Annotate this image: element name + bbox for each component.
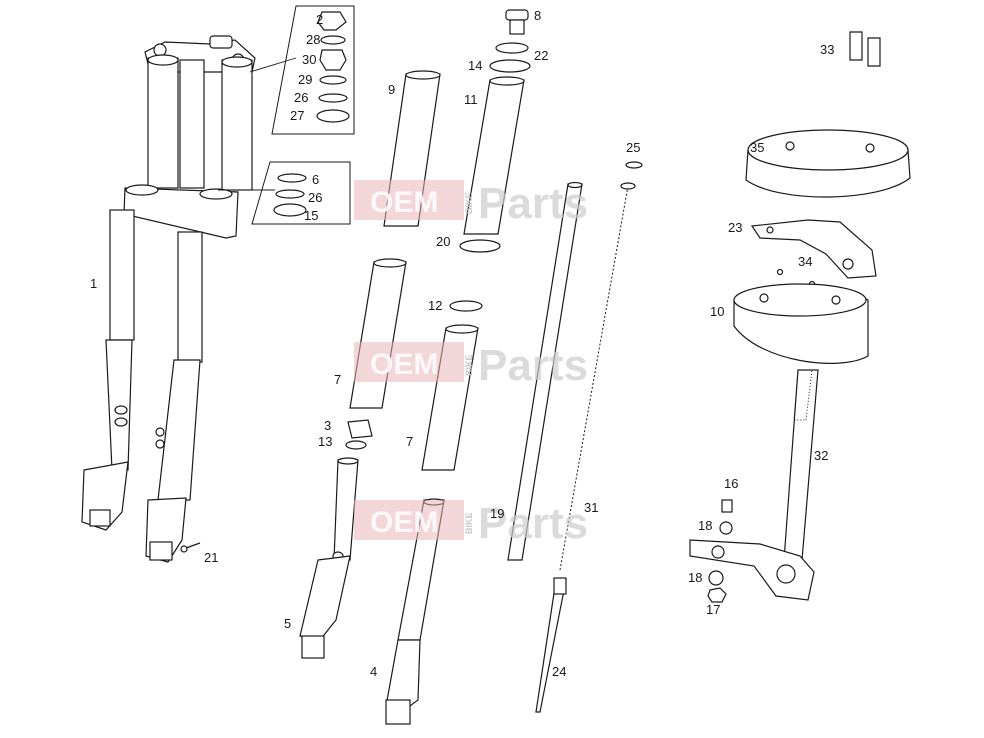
callout-22: 22 <box>534 48 548 63</box>
watermark-2: OEM BIKE Parts <box>354 341 588 390</box>
watermark-side-text: BIKE <box>464 512 474 534</box>
watermark-left-text: OEM <box>370 506 438 539</box>
callout-13: 13 <box>318 434 332 449</box>
callout-19: 19 <box>490 506 504 521</box>
callout-32: 32 <box>814 448 828 463</box>
callout-7-right: 7 <box>406 434 413 449</box>
watermark-side-text: BIKE <box>464 354 474 376</box>
callout-16: 16 <box>724 476 738 491</box>
screw-21 <box>180 542 201 553</box>
fork-assembly-complete <box>81 35 256 563</box>
callout-33: 33 <box>820 42 834 57</box>
callout-9: 9 <box>388 82 395 97</box>
callout-18-upper: 18 <box>698 518 712 533</box>
callout-23: 23 <box>728 220 742 235</box>
watermark-right-text: Parts <box>478 499 588 548</box>
watermark-right-text: Parts <box>478 341 588 390</box>
watermark-left-text: OEM <box>370 186 438 219</box>
callout-28: 28 <box>306 32 320 47</box>
callout-26-lower: 26 <box>308 190 322 205</box>
callout-12: 12 <box>428 298 442 313</box>
callout-5: 5 <box>284 616 291 631</box>
callout-27: 27 <box>290 108 304 123</box>
callout-24: 24 <box>552 664 566 679</box>
callout-34: 34 <box>798 254 812 269</box>
callout-18-lower: 18 <box>688 570 702 585</box>
callout-4: 4 <box>370 664 377 679</box>
clamp-plates-and-stem <box>689 31 911 603</box>
fork-sliders <box>299 457 445 725</box>
callout-7-left: 7 <box>334 372 341 387</box>
callout-35: 35 <box>750 140 764 155</box>
callout-6: 6 <box>312 172 319 187</box>
callout-15: 15 <box>304 208 318 223</box>
callout-21: 21 <box>204 550 218 565</box>
callout-labels: 1 2 28 30 29 26 27 6 26 15 21 8 22 14 9 … <box>90 8 834 679</box>
callout-10: 10 <box>710 304 724 319</box>
callout-26-top: 26 <box>294 90 308 105</box>
callout-14: 14 <box>468 58 482 73</box>
callout-17: 17 <box>706 602 720 617</box>
callout-11: 11 <box>464 92 478 107</box>
callout-3: 3 <box>324 418 331 433</box>
watermark-left-text: OEM <box>370 348 438 381</box>
callout-25: 25 <box>626 140 640 155</box>
callout-29: 29 <box>298 72 312 87</box>
callout-2: 2 <box>316 12 323 27</box>
callout-30: 30 <box>302 52 316 67</box>
callout-8: 8 <box>534 8 541 23</box>
watermark-1: OEM BIKE Parts <box>354 179 588 228</box>
watermark-3: OEM BIKE Parts <box>354 499 588 548</box>
callout-20: 20 <box>436 234 450 249</box>
watermark-right-text: Parts <box>478 179 588 228</box>
bearing-kit-box-top <box>249 5 355 135</box>
callout-1: 1 <box>90 276 97 291</box>
damper-rod-and-spring <box>507 161 643 713</box>
callout-31: 31 <box>584 500 598 515</box>
watermark-side-text: BIKE <box>464 192 474 214</box>
bearing-kit-box-lower <box>218 161 351 225</box>
fork-tubes <box>345 9 531 471</box>
